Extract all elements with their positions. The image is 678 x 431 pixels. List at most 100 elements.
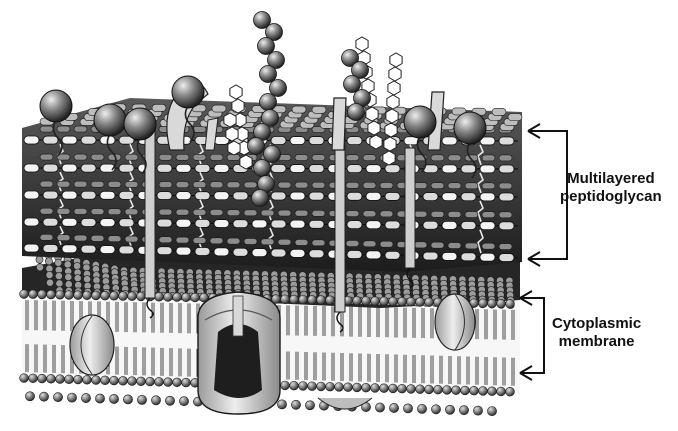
glycan-unit: [346, 182, 359, 188]
glycan-unit: [499, 222, 514, 230]
lipid-head: [398, 297, 407, 306]
lipid-head: [92, 376, 101, 385]
sugar-hexagon: [356, 37, 368, 51]
membrane-label: Cytoplasmic membrane: [552, 315, 641, 351]
glycan-unit: [309, 137, 324, 145]
glycan-unit: [40, 154, 53, 160]
glycan-unit: [461, 253, 476, 261]
glycan-unit: [252, 220, 267, 228]
glycan-unit: [210, 238, 223, 244]
glycan-unit: [448, 211, 461, 217]
glycan-unit: [40, 234, 53, 240]
glycan-unit: [159, 182, 172, 188]
lipid-head: [326, 382, 335, 391]
glycan-unit: [480, 222, 495, 230]
glycan-unit: [312, 210, 325, 216]
lipid-head: [29, 290, 38, 299]
lipid-head: [56, 290, 65, 299]
lipid-head: [353, 383, 362, 392]
glycan-unit: [442, 221, 457, 229]
lipid-head: [431, 405, 440, 414]
glycan-unit: [125, 154, 138, 160]
lipid-head: [380, 297, 389, 306]
glycan-unit: [57, 208, 70, 214]
lipid-head: [473, 406, 482, 415]
glycan-unit: [108, 181, 121, 187]
glycan-unit: [62, 218, 77, 226]
glycan-unit: [499, 137, 514, 145]
glycan-unit: [492, 108, 506, 115]
glycan-unit: [363, 155, 376, 161]
lipid-head: [335, 383, 344, 392]
glycan-unit: [91, 209, 104, 215]
glycan-unit: [309, 165, 324, 173]
lipid-head: [353, 296, 362, 305]
glycan-unit: [214, 192, 229, 200]
glycan-unit: [480, 253, 495, 261]
glycan-unit: [24, 191, 39, 199]
glycan-unit: [81, 164, 96, 172]
peptidoglycan-label: Multilayered peptidoglycan: [560, 170, 662, 206]
lipid-head: [375, 403, 384, 412]
glycan-unit: [57, 235, 70, 241]
glycan-unit: [499, 183, 512, 189]
sugar-hexagon: [387, 95, 399, 109]
lipid-head: [443, 386, 452, 395]
lipid-head: [488, 387, 497, 396]
glycan-unit: [442, 137, 457, 145]
lipid-head: [173, 378, 182, 387]
glycan-unit: [108, 236, 121, 242]
glycan-unit: [423, 252, 438, 260]
glycan-unit: [508, 114, 522, 121]
glycan-unit: [414, 183, 427, 189]
lipid-head: [65, 291, 74, 300]
glycan-unit: [309, 250, 324, 258]
lipid-head: [389, 297, 398, 306]
lipid-head: [389, 384, 398, 393]
glycan-unit: [290, 165, 305, 173]
lipid-head: [56, 280, 63, 287]
glycan-unit: [499, 193, 514, 201]
lipid-head: [371, 384, 380, 393]
sugar-hexagon: [389, 67, 401, 81]
glycan-unit: [431, 211, 444, 217]
glycan-unit: [159, 154, 172, 160]
glycan-unit: [74, 235, 87, 241]
lipid-head: [506, 387, 515, 396]
glycan-unit: [176, 154, 189, 160]
glycan-unit: [461, 193, 476, 201]
glycan-unit: [43, 191, 58, 199]
lipid-head: [173, 293, 182, 302]
lipid-head: [137, 292, 146, 301]
glycan-unit: [119, 191, 134, 199]
lipid-head: [182, 378, 191, 387]
glycan-unit: [380, 182, 393, 188]
glycan-unit: [24, 218, 39, 226]
glycan-unit: [499, 212, 512, 218]
glycan-unit: [448, 243, 461, 249]
lipid-head: [128, 292, 137, 301]
lipid-head: [36, 256, 43, 263]
lipid-head: [47, 374, 56, 383]
glycan-unit: [461, 222, 476, 230]
glycan-unit: [176, 164, 191, 172]
glycan-unit: [157, 219, 172, 227]
lipid-head: [191, 293, 200, 302]
glycan-unit: [363, 241, 376, 247]
lipid-head: [74, 262, 81, 269]
glycan-unit: [74, 126, 87, 132]
glycan-unit: [43, 164, 58, 172]
lipid-head: [308, 382, 317, 391]
glycan-unit: [212, 105, 226, 112]
membrane-protein-left: [70, 315, 114, 375]
lipid-head: [20, 374, 29, 383]
lipid-head: [110, 376, 119, 385]
glycan-unit: [347, 221, 362, 229]
lipid-head: [344, 383, 353, 392]
lipid-head: [65, 375, 74, 384]
glycan-unit: [152, 104, 166, 111]
membrane-label-line2: membrane: [552, 333, 641, 351]
surface-sphere: [172, 76, 204, 108]
lipid-head: [417, 404, 426, 413]
glycan-unit: [227, 238, 240, 244]
